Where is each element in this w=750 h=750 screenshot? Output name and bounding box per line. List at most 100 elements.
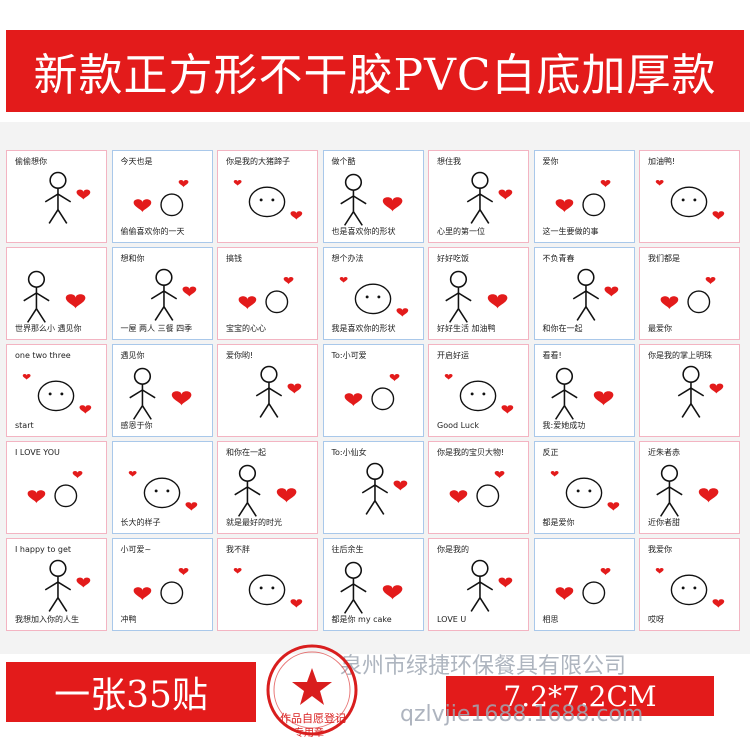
stamp-line2: 专用章 — [294, 728, 324, 739]
sticker-subcaption: 好好生活 加油鸭 — [437, 324, 496, 333]
sticker-subcaption: 一屋 两人 三餐 四季 — [120, 324, 193, 333]
sticker-item: 想和你一屋 两人 三餐 四季 — [111, 247, 213, 340]
sticker-sheet: 偷偷想你 今天也是偷偷喜欢你的一天 你是我的大猪蹄子 做个酷也是喜欢你的形状 想住我… — [0, 122, 750, 654]
sticker-caption: 今天也是 — [120, 157, 153, 166]
count-label: 一张35贴 — [54, 675, 208, 716]
sticker-subcaption: 感恩于你 — [120, 421, 153, 430]
sticker-item: 你是我的 LOVE U — [428, 538, 529, 631]
sticker-illustration — [133, 179, 188, 217]
sticker-item: 开启好运 Good Luck — [428, 344, 529, 437]
sticker-caption: To:小可爱 — [331, 351, 367, 360]
sticker-subcaption: 心里的第一位 — [437, 227, 485, 236]
sticker-subcaption: 也是喜欢你的形状 — [331, 227, 396, 236]
sticker-caption: 你是我的 — [437, 545, 469, 554]
sticker-subcaption: 长大的样子 — [120, 518, 161, 527]
sticker-caption: 做个酷 — [331, 157, 356, 166]
size-badge: 7.2*7.2CM — [446, 676, 714, 716]
sticker-subcaption: Good Luck — [437, 421, 480, 430]
sticker-subcaption: 最爱你 — [648, 324, 672, 333]
sticker-item: 小可爱~冲鸭 — [111, 538, 213, 631]
sticker-illustration — [555, 567, 610, 605]
sticker-caption: 开启好运 — [437, 351, 469, 360]
sticker-subcaption: 我:爱她成功 — [542, 421, 586, 430]
sticker-subcaption: 和你在一起 — [542, 324, 583, 333]
sticker-item: 相思 — [533, 538, 635, 631]
sticker-item: 搞钱宝宝的心心 — [217, 247, 318, 340]
sticker-caption: 你是我的大猪蹄子 — [226, 157, 290, 166]
sticker-item: 世界那么小 遇见你 — [6, 247, 107, 340]
sticker-item: I happy to get 我想加入你的人生 — [6, 538, 107, 631]
sticker-caption: 我爱你 — [648, 545, 672, 554]
sticker-item: one two three start — [6, 344, 107, 437]
sticker-illustration — [656, 464, 719, 517]
sticker-caption: one two three — [15, 351, 71, 360]
title-banner: 新款正方形不干胶PVC白底加厚款 — [0, 0, 750, 112]
sticker-illustration — [555, 179, 610, 217]
sticker-item: 看看! 我:爱她成功 — [533, 344, 635, 437]
sticker-illustration — [444, 374, 514, 414]
sticker-caption: 想住我 — [437, 157, 461, 166]
sticker-caption: 偷偷想你 — [15, 157, 47, 166]
sticker-illustration — [572, 268, 618, 321]
sticker-caption: 爱你 — [542, 157, 559, 166]
sticker-caption: I happy to get — [15, 545, 72, 554]
sticker-caption: 搞钱 — [226, 254, 242, 263]
sticker-caption: 看看! — [542, 351, 562, 360]
sticker-illustration — [128, 471, 197, 511]
sticker-item: 我们都是最爱你 — [639, 247, 740, 340]
sticker-caption: To:小仙女 — [331, 448, 367, 457]
sticker-illustration — [234, 464, 297, 517]
sticker-subcaption: 近你者甜 — [648, 518, 680, 527]
sticker-subcaption: LOVE U — [437, 615, 467, 624]
sticker-item: 想个办法我是喜欢你的形状 — [322, 247, 424, 340]
sticker-illustration — [339, 173, 402, 226]
sticker-caption: 反正 — [542, 448, 559, 457]
sticker-item: 长大的样子 — [111, 441, 213, 534]
sticker-illustration — [677, 365, 724, 418]
count-badge: 一张35贴 — [6, 662, 256, 722]
sticker-item: 你是我的宝贝大物! — [428, 441, 529, 534]
sticker-item: 偷偷想你 — [6, 150, 107, 243]
sticker-subcaption: 世界那么小 遇见你 — [15, 324, 82, 333]
sticker-illustration — [22, 374, 92, 414]
sticker-illustration — [23, 270, 86, 323]
sticker-item: 近朱者赤近你者甜 — [639, 441, 740, 534]
sticker-subcaption: 就是最好的时光 — [226, 518, 282, 527]
sticker-item: To:小仙女 — [322, 441, 424, 534]
sticker-caption: 我不胖 — [226, 545, 250, 554]
sticker-subcaption: 偷偷喜欢你的一天 — [120, 227, 185, 236]
sticker-illustration — [449, 470, 505, 508]
sticker-illustration — [238, 276, 294, 314]
sticker-item: 不负青春和你在一起 — [533, 247, 635, 340]
sticker-item: 我爱你哎呀 — [639, 538, 740, 631]
sticker-subcaption: 哎呀 — [648, 615, 664, 624]
sticker-item: 你是我的掌上明珠 — [639, 344, 740, 437]
sticker-item: To:小可爱 — [322, 344, 424, 437]
sticker-illustration — [655, 568, 725, 608]
sticker-subcaption: start — [15, 421, 34, 430]
sticker-item: 和你在一起就是最好的时光 — [217, 441, 318, 534]
sticker-illustration — [339, 277, 408, 317]
sticker-subcaption: 这一生要做的事 — [542, 227, 599, 236]
sticker-caption: 近朱者赤 — [648, 448, 680, 457]
watermark-site: qzlvjie1688.1688.com — [400, 702, 644, 727]
sticker-item: 反正都是爱你 — [533, 441, 635, 534]
sticker-subcaption: 宝宝的心心 — [226, 324, 266, 333]
sticker-caption: 加油鸭! — [648, 157, 676, 166]
sticker-illustration — [466, 559, 513, 612]
sticker-item: 我不胖 — [217, 538, 318, 631]
sticker-illustration — [44, 171, 91, 224]
sticker-item: 想住我心里的第一位 — [428, 150, 529, 243]
sticker-caption: 和你在一起 — [226, 448, 266, 457]
sticker-subcaption: 我想加入你的人生 — [15, 615, 79, 624]
sticker-caption: 往后余生 — [331, 545, 364, 554]
sticker-grid: 偷偷想你 今天也是偷偷喜欢你的一天 你是我的大猪蹄子 做个酷也是喜欢你的形状 想住我… — [6, 150, 744, 648]
seal-stamp: 作品自愿登记 专用章 — [256, 640, 368, 746]
sticker-caption: 想和你 — [120, 254, 145, 263]
size-label: 7.2*7.2CM — [503, 679, 657, 713]
sticker-illustration — [255, 365, 302, 418]
sticker-illustration — [466, 171, 513, 224]
sticker-illustration — [550, 367, 613, 420]
sticker-caption: 爱你哟! — [226, 351, 254, 360]
sticker-caption: 想个办法 — [331, 254, 364, 263]
